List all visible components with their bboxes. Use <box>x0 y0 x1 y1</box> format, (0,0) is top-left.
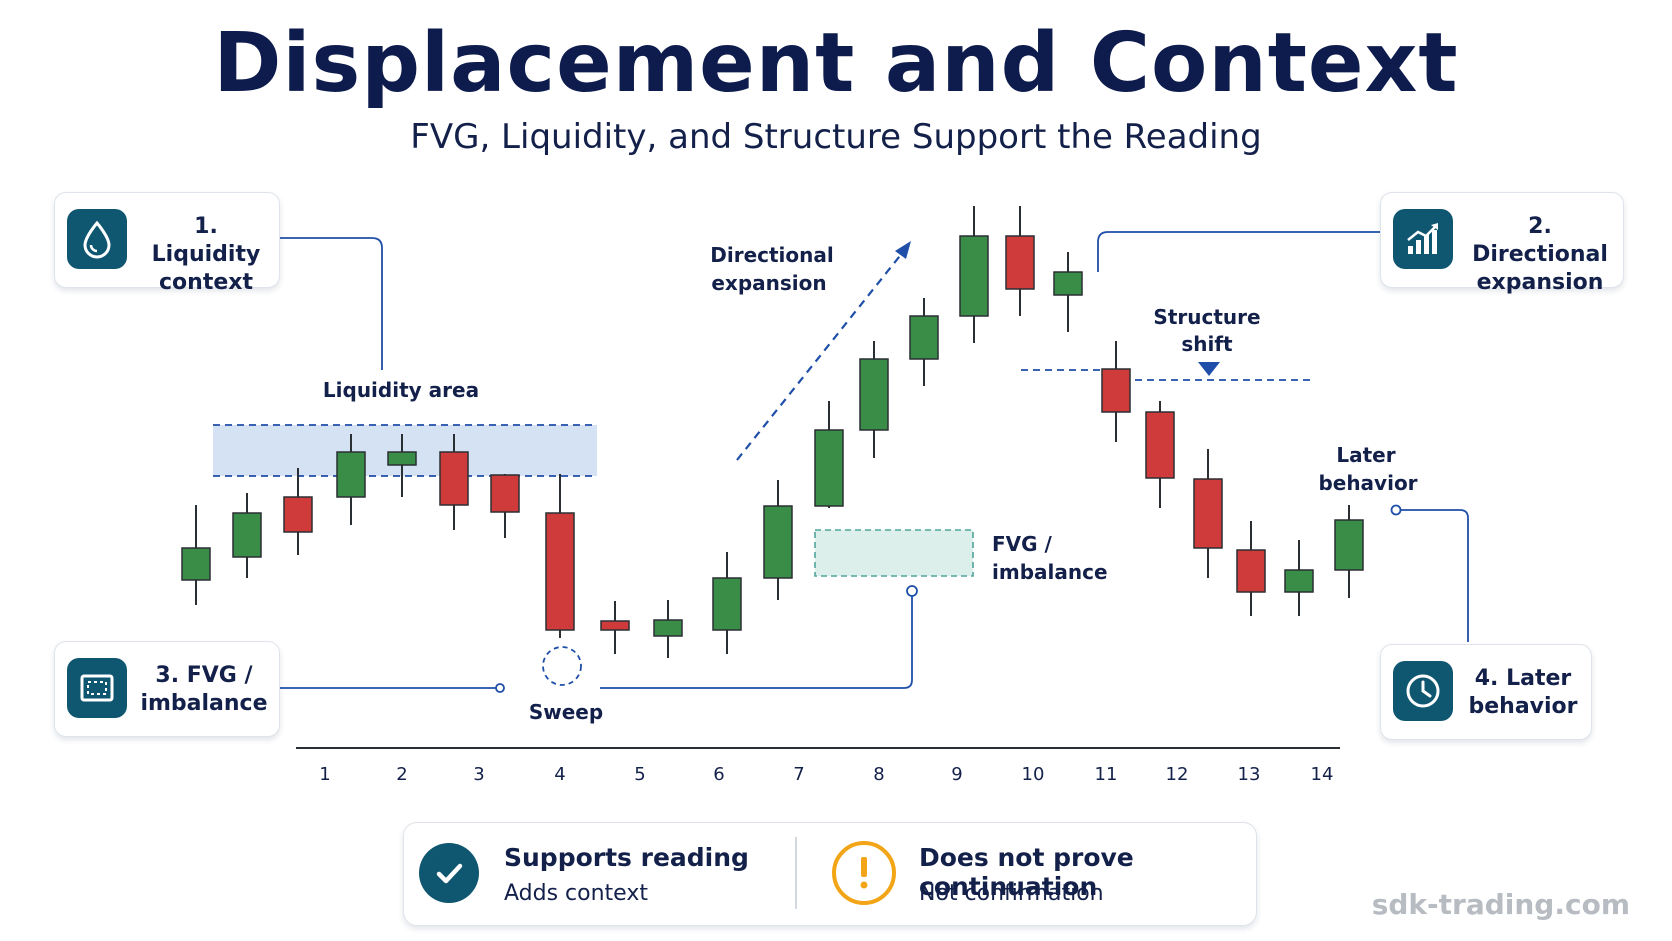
directional-label-2: expansion <box>711 271 826 295</box>
x-tick-label: 8 <box>873 764 884 785</box>
card-fvg-imbalance: 3. FVG / imbalance <box>54 641 280 737</box>
candle-bear <box>283 496 313 533</box>
warning-circle-icon <box>832 841 896 905</box>
candle-bull <box>763 505 793 579</box>
connector-later <box>1399 509 1469 642</box>
later-label-2: behavior <box>1318 471 1417 495</box>
growth-chart-icon <box>1393 209 1453 269</box>
card-directional-expansion: 2. Directional expansion <box>1380 192 1624 295</box>
connector-directional <box>1097 231 1380 272</box>
x-tick-label: 14 <box>1311 764 1334 785</box>
x-tick-label: 10 <box>1022 764 1045 785</box>
x-tick-label: 9 <box>951 764 962 785</box>
page-subtitle: FVG, Liquidity, and Structure Support th… <box>410 117 1262 157</box>
watermark: sdk-trading.com <box>1371 888 1630 921</box>
candle-bear <box>490 474 520 513</box>
x-tick-label: 6 <box>713 764 724 785</box>
candle-bear <box>1236 549 1266 593</box>
page-title: Displacement and Context <box>213 16 1459 111</box>
x-tick-label: 4 <box>554 764 565 785</box>
card-later-behavior: 4. Later behavior <box>1380 644 1592 740</box>
candle-bull <box>232 512 262 558</box>
candle-bull <box>909 315 939 360</box>
candle-bear <box>1101 368 1131 413</box>
candle-bear <box>545 512 575 631</box>
directional-label-1: Directional <box>710 243 834 267</box>
connector-later-dot <box>1390 504 1402 516</box>
x-tick-label: 3 <box>473 764 484 785</box>
x-tick-label: 5 <box>634 764 645 785</box>
structure-label-2: shift <box>1181 332 1233 356</box>
supports-reading-title: Supports reading <box>504 843 749 872</box>
candles-group <box>181 206 1364 658</box>
x-tick-label: 12 <box>1166 764 1189 785</box>
candle-bear <box>1005 235 1035 290</box>
x-tick-label: 13 <box>1238 764 1261 785</box>
candle-bull <box>712 577 742 631</box>
structure-shift-marker <box>1198 362 1220 376</box>
candle-bull <box>814 429 844 507</box>
directional-arrow-head <box>895 241 911 259</box>
directional-arrow <box>736 251 904 461</box>
divider <box>795 837 797 909</box>
x-tick-label: 2 <box>396 764 407 785</box>
candle-bull <box>1334 519 1364 571</box>
not-proof-sub: Not confirmation <box>919 881 1104 906</box>
connector-liquidity <box>278 237 383 370</box>
candle-bear <box>1145 411 1175 479</box>
bottom-summary-panel: Supports reading Adds context Does not p… <box>403 822 1257 926</box>
candle-bear <box>1193 478 1223 549</box>
candle-bear <box>600 620 630 631</box>
water-drop-icon <box>67 209 127 269</box>
fvg-label-2: imbalance <box>992 560 1108 584</box>
candle-bull <box>336 451 366 498</box>
connector-fvg-card-dot <box>495 683 505 693</box>
fvg-label-1: FVG / <box>992 532 1053 556</box>
not-proof-title: Does not prove continuation <box>919 843 1134 901</box>
card-liquidity-label: 1. Liquidity context <box>151 214 261 295</box>
dashed-frame-icon <box>67 658 127 718</box>
sweep-circle <box>542 646 582 686</box>
card-fvg-label: 3. FVG / imbalance <box>140 663 268 716</box>
liquidity-area-label: Liquidity area <box>323 378 479 402</box>
card-later-label: 4. Later behavior <box>1468 666 1578 719</box>
structure-label-1: Structure <box>1153 305 1260 329</box>
candle-bull <box>181 547 211 581</box>
x-tick-label: 11 <box>1095 764 1118 785</box>
x-tick-label: 1 <box>319 764 330 785</box>
card-liquidity-context: 1. Liquidity context <box>54 192 280 295</box>
connector-fvg-zone <box>600 594 913 689</box>
x-tick-label: 7 <box>793 764 804 785</box>
candle-bull <box>1284 569 1314 593</box>
connector-fvg-zone-dot <box>906 585 918 597</box>
liquidity-zone <box>213 425 597 476</box>
candle-bear <box>439 451 469 506</box>
later-label-1: Later <box>1336 443 1395 467</box>
clock-icon <box>1393 661 1453 721</box>
sweep-label: Sweep <box>529 700 603 724</box>
candle-bull <box>959 235 989 317</box>
candle-bull <box>653 619 683 637</box>
fvg-zone <box>814 529 974 577</box>
supports-reading-sub: Adds context <box>504 881 648 906</box>
check-circle-icon <box>419 843 479 903</box>
candle-bull <box>387 451 417 466</box>
candle-bull <box>859 358 889 431</box>
card-directional-label: 2. Directional expansion <box>1472 214 1608 295</box>
candle-bull <box>1053 271 1083 296</box>
